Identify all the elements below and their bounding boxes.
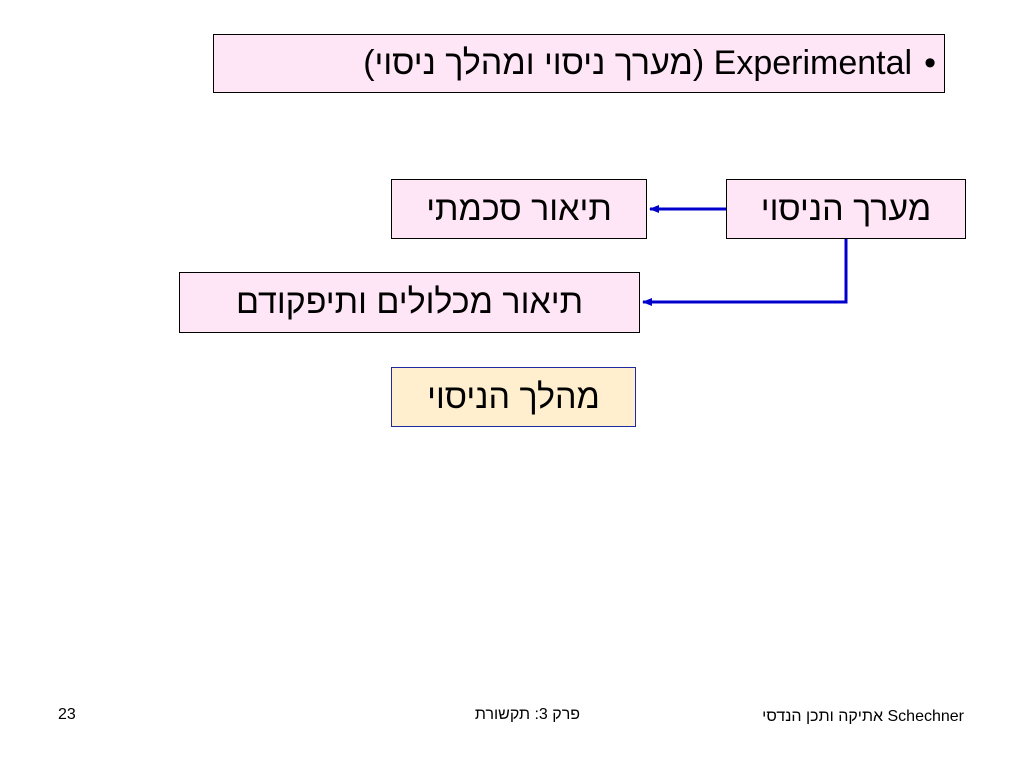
node-schematic-description-label: תיאור סכמתי bbox=[426, 189, 612, 228]
node-schematic-description: תיאור סכמתי bbox=[391, 179, 647, 239]
footer-page-number: 23 bbox=[58, 706, 76, 723]
node-experimental-setup: מערך הניסוי bbox=[726, 179, 966, 239]
footer-chapter: פרק 3: תקשורת bbox=[474, 706, 580, 723]
node-experiment-procedure: מהלך הניסוי bbox=[391, 367, 636, 427]
node-experiment-procedure-label: מהלך הניסוי bbox=[427, 377, 600, 416]
title-bullet: • bbox=[924, 44, 936, 82]
node-components-description-label: תיאור מכלולים ותיפקודם bbox=[235, 283, 584, 321]
node-experimental-setup-label: מערך הניסוי bbox=[760, 189, 932, 228]
footer-author: Schechner אתיקה ותכן הנדסי bbox=[762, 708, 964, 725]
node-components-description: תיאור מכלולים ותיפקודם bbox=[179, 272, 640, 333]
title-text: Experimental (מערך ניסוי ומהלך ניסוי) bbox=[363, 44, 913, 82]
arrow-setup-to-components bbox=[642, 239, 848, 306]
slide-title: • Experimental (מערך ניסוי ומהלך ניסוי) bbox=[213, 34, 945, 93]
